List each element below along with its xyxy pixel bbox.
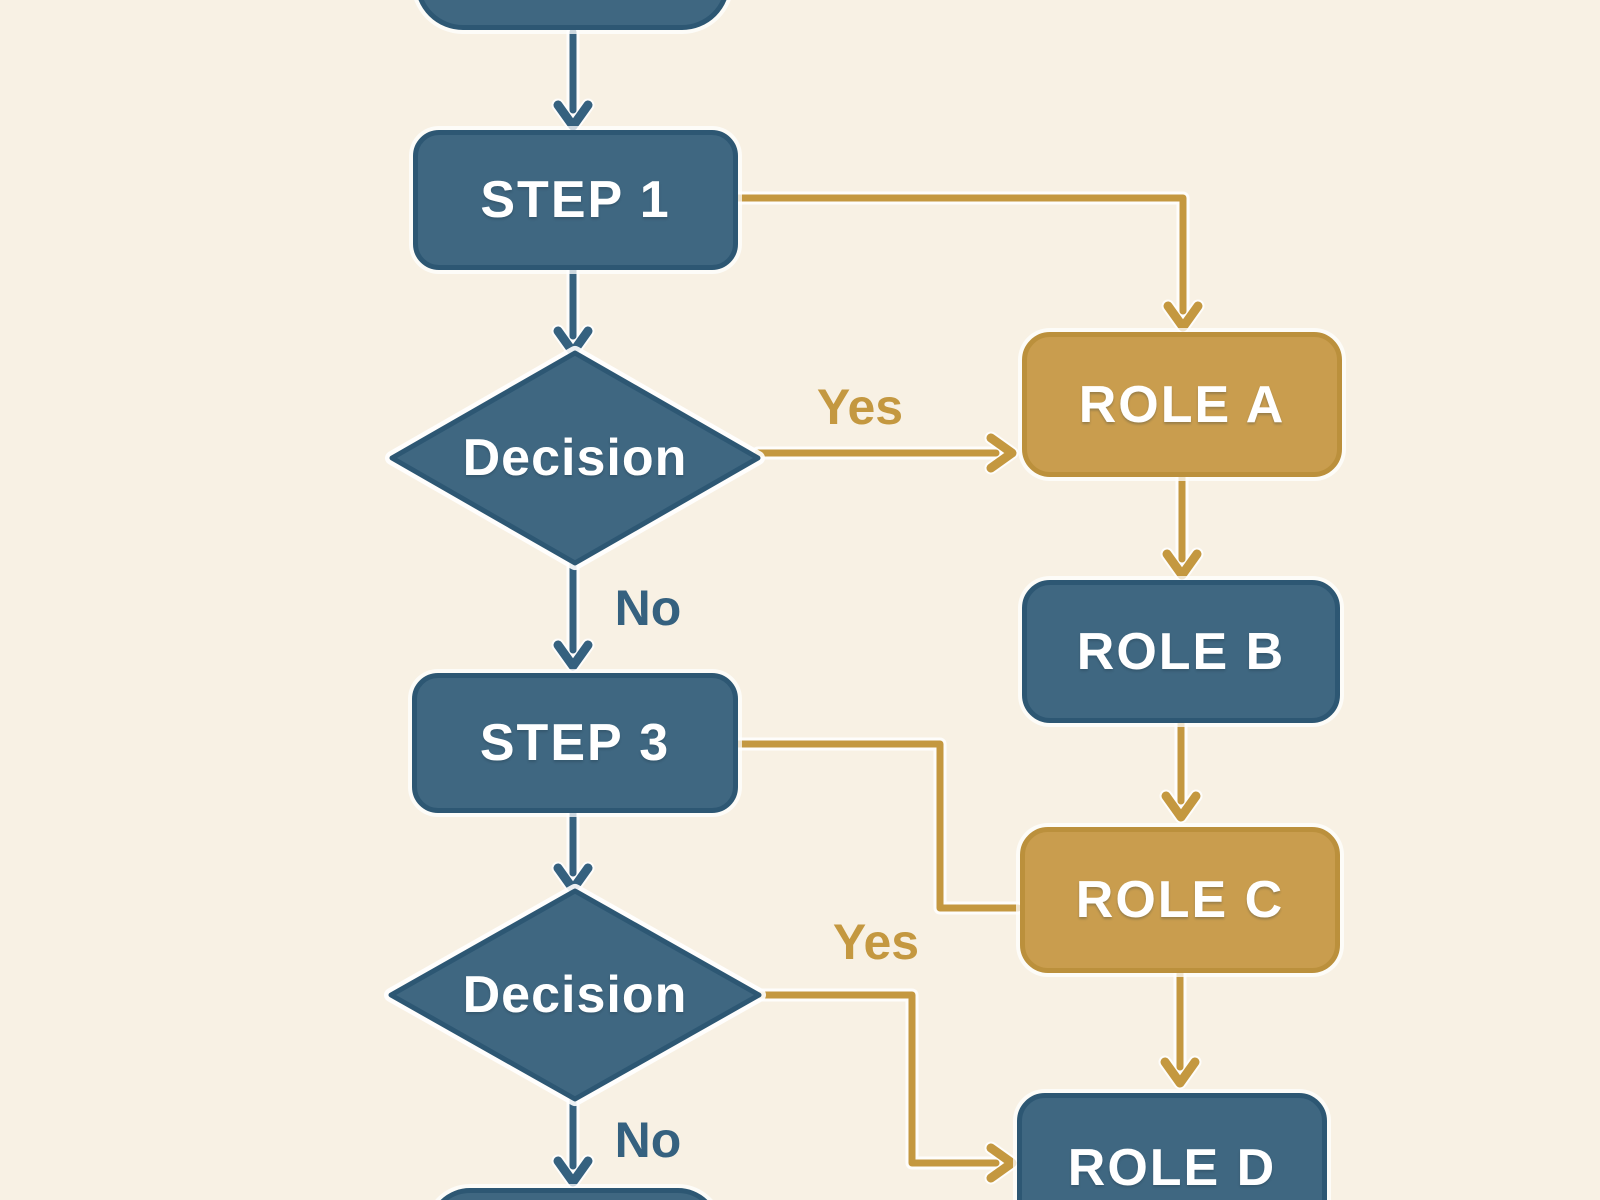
edge-decision1-yes-to-roleA: [751, 431, 1019, 475]
decision1-label: Decision: [462, 429, 688, 487]
decision2-label: Decision: [462, 966, 688, 1024]
step3-box: STEP 3: [412, 673, 738, 813]
edge-start-to-step1: [551, 25, 595, 133]
decision2-no-label: No: [614, 1112, 682, 1168]
edge-step1-to-decision1: [551, 263, 595, 359]
decision1-diamond: [385, 346, 765, 570]
roleA-box: ROLE A: [1022, 332, 1342, 477]
decision1-no-label: No: [614, 580, 682, 636]
edge-step3-to-decision2: [551, 806, 595, 896]
step3-label: STEP 3: [479, 714, 671, 772]
edge-roleA-to-roleB: [1160, 470, 1204, 582]
decision2-label-wrap: Decision: [425, 969, 725, 1021]
decision1-label-wrap: Decision: [425, 432, 725, 484]
edge-decision2-no-to-end: [551, 1092, 595, 1189]
step1-label: STEP 1: [480, 171, 671, 229]
roleD-box: ROLE D: [1017, 1093, 1327, 1200]
edge-step3-to-roleC: [731, 737, 1025, 915]
roleB-box: ROLE B: [1022, 580, 1340, 723]
step1-box: STEP 1: [413, 130, 738, 270]
roleC-label: ROLE C: [1075, 871, 1285, 929]
decision2-diamond: [384, 884, 766, 1106]
roleA-label: ROLE A: [1078, 375, 1286, 434]
start-terminator: [415, 0, 730, 30]
edge-step1-to-roleA: [731, 191, 1205, 334]
edge-decision2-yes-to-roleD: [753, 988, 1019, 1185]
edge-roleB-to-roleC: [1159, 716, 1203, 824]
roleB-label: ROLE B: [1076, 622, 1286, 681]
edge-roleC-to-roleD: [1158, 966, 1202, 1090]
roleC-box: ROLE C: [1020, 827, 1340, 973]
edge-decision1-no-to-step3: [551, 556, 595, 673]
decision2-yes-label: Yes: [832, 914, 920, 970]
end-terminator: [428, 1188, 720, 1200]
decision1-yes-label: Yes: [816, 379, 904, 435]
roleD-label: ROLE D: [1067, 1139, 1277, 1197]
